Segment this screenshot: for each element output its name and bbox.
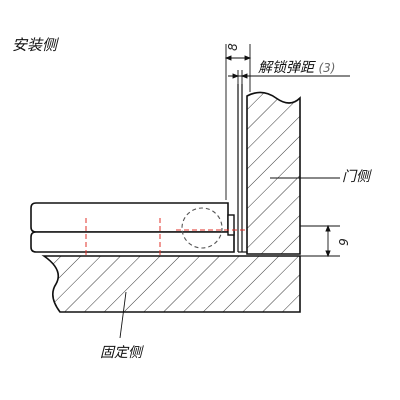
fixed-side-label: 固定侧 [100, 345, 142, 361]
dimension-unlock [228, 70, 350, 84]
catch-pin [227, 214, 235, 236]
unlock-distance-value: (3) [318, 61, 336, 75]
unlock-distance-text: 解锁弹距 [258, 60, 314, 76]
gap-dimension-value: 8 [225, 43, 240, 51]
fixed-side-leader [119, 291, 127, 339]
mounting-plate [30, 202, 235, 253]
centerlines [85, 218, 246, 258]
height-dimension-value: 9 [336, 238, 351, 246]
install-side-label: 安装侧 [12, 36, 58, 54]
hidden-bore-circle [181, 207, 223, 249]
fixed-base [41, 255, 301, 313]
door-edge-strips [237, 84, 247, 253]
unlock-distance-label: 解锁弹距 (3) [258, 61, 335, 75]
door-side-label: 门侧 [342, 169, 370, 185]
dimension-gap [224, 44, 252, 200]
dimension-height [300, 224, 340, 258]
door-panel [246, 91, 301, 255]
